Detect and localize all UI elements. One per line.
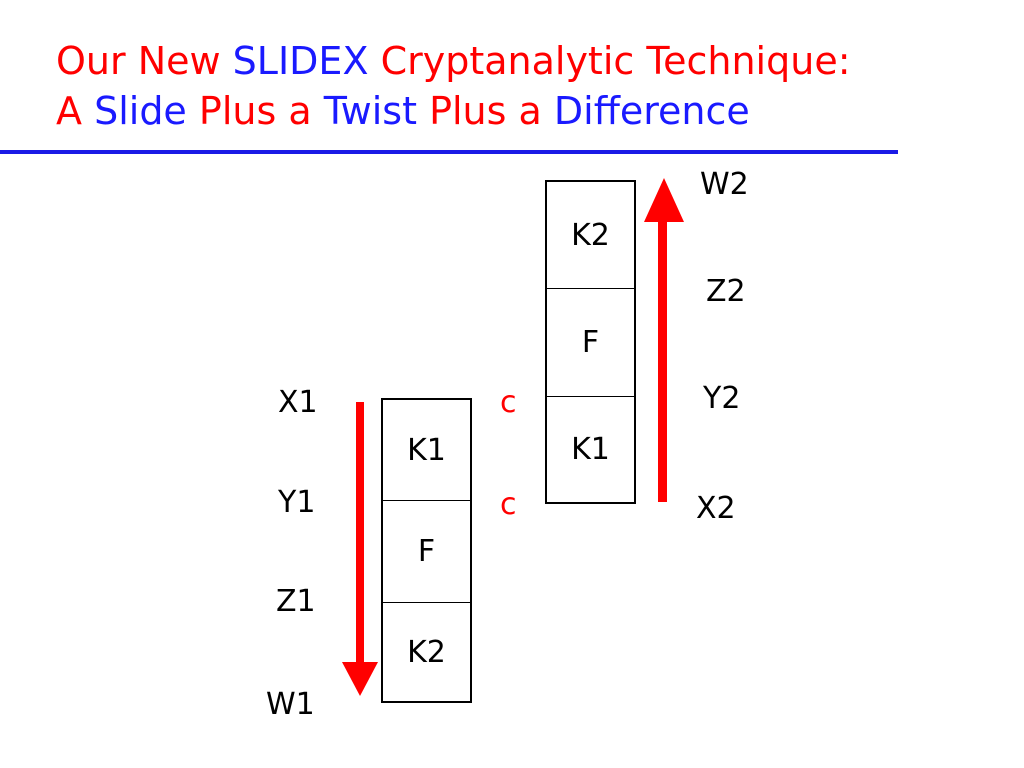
label-x2: X2 bbox=[696, 491, 736, 526]
title-highlight: Twist bbox=[323, 89, 417, 133]
label-z2: Z2 bbox=[706, 274, 746, 309]
label-w2: W2 bbox=[700, 167, 749, 202]
label-w1: W1 bbox=[266, 687, 315, 722]
left-box-cell: F bbox=[383, 501, 470, 603]
left-box-cell: K1 bbox=[383, 400, 470, 501]
title-line-2: A Slide Plus a Twist Plus a Difference bbox=[56, 86, 1016, 136]
right-box-cell: K1 bbox=[571, 432, 610, 467]
right-cipher-box: K2 F K1 bbox=[545, 180, 636, 504]
connector-c-top: c bbox=[500, 385, 517, 420]
title-text: Cryptanalytic Technique: bbox=[368, 39, 851, 83]
title-highlight: Slide bbox=[94, 89, 187, 133]
slide-title: Our New SLIDEX Cryptanalytic Technique: … bbox=[56, 36, 1016, 136]
title-highlight: SLIDEX bbox=[232, 39, 369, 83]
right-box-cell: K2 bbox=[547, 182, 634, 289]
right-box-cell: F bbox=[547, 289, 634, 397]
left-cipher-box: K1 F K2 bbox=[381, 398, 472, 703]
title-text: Plus a bbox=[416, 89, 554, 133]
title-text: Plus a bbox=[186, 89, 324, 133]
left-box-cell: K2 bbox=[407, 634, 446, 670]
title-text: A bbox=[56, 89, 95, 133]
title-line-1: Our New SLIDEX Cryptanalytic Technique: bbox=[56, 36, 1016, 86]
label-y1: Y1 bbox=[278, 485, 316, 520]
label-x1: X1 bbox=[278, 385, 318, 420]
title-highlight: Difference bbox=[553, 89, 750, 133]
up-arrow-icon bbox=[644, 178, 684, 502]
label-y2: Y2 bbox=[703, 381, 741, 416]
title-underline bbox=[0, 150, 898, 154]
down-arrow-icon bbox=[342, 402, 378, 696]
title-text: Our New bbox=[56, 39, 233, 83]
connector-c-bottom: c bbox=[500, 487, 517, 522]
label-z1: Z1 bbox=[276, 584, 316, 619]
